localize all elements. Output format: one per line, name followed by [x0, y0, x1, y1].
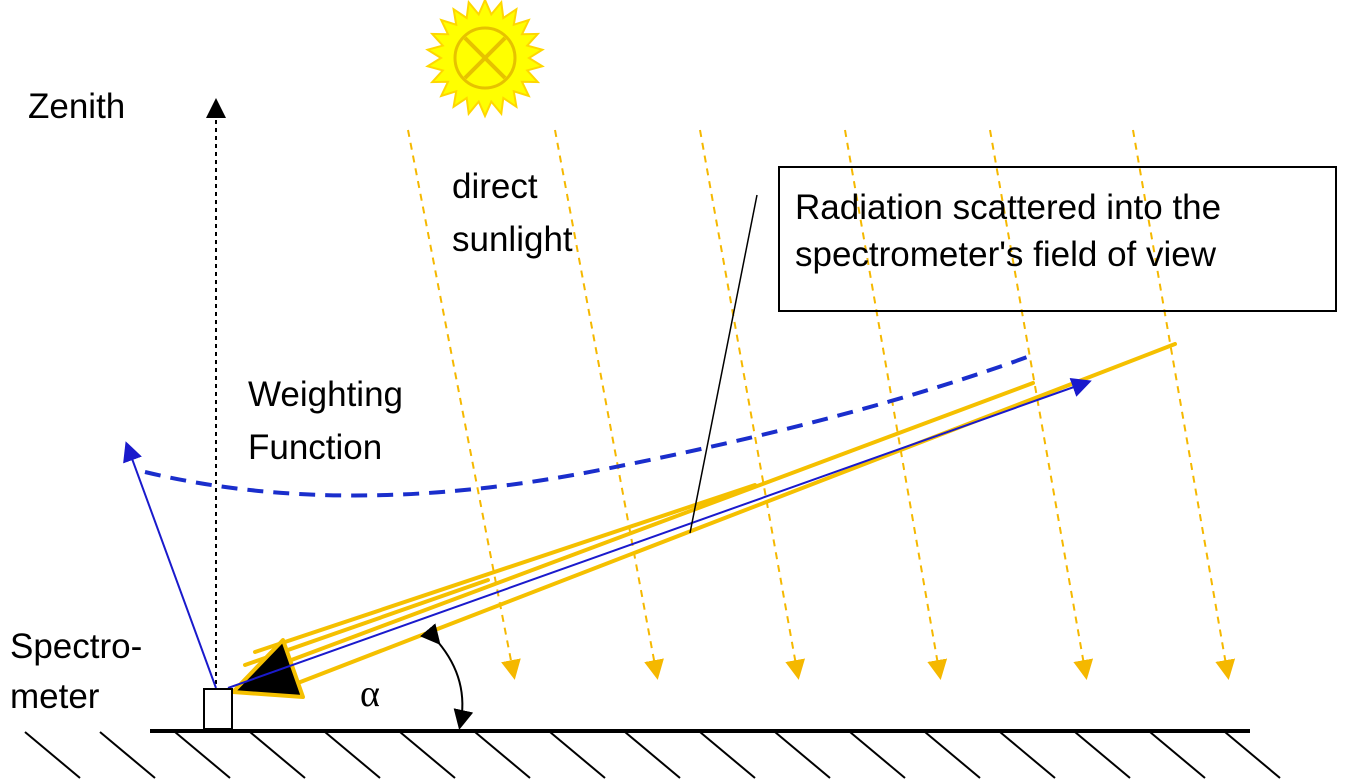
scattered-ray: [253, 483, 757, 654]
hatch-mark: [24, 731, 81, 779]
sun-with-cross-icon: [425, 0, 545, 119]
hatch-mark: [924, 731, 981, 779]
hatch-mark: [549, 731, 606, 779]
hatch-mark: [474, 731, 531, 779]
weighting-vector: [123, 441, 217, 689]
hatch-mark: [399, 731, 456, 779]
zenith-label: Zenith: [28, 87, 126, 126]
callout-pointer: [689, 194, 758, 534]
hatch-mark: [99, 731, 156, 779]
alpha-angle-arc: [420, 623, 474, 730]
weighting-function-label-line1: Weighting: [248, 375, 404, 414]
hatch-mark: [1224, 731, 1281, 779]
sunlight-ray: [699, 129, 806, 680]
direct-sunlight-rays: [407, 129, 1236, 680]
sunlight-ray: [1132, 129, 1236, 680]
spectrometer-label-line2: meter: [10, 677, 100, 716]
ground-hatching: [24, 731, 1281, 779]
weighting-function-label-line2: Function: [248, 428, 383, 467]
sunlight-ray: [989, 129, 1094, 680]
hatch-mark: [999, 731, 1056, 779]
hatch-mark: [849, 731, 906, 779]
hatch-mark: [1149, 731, 1206, 779]
hatch-mark: [249, 731, 306, 779]
scattered-ray: [288, 342, 1177, 688]
spectrometer-box-icon: [203, 688, 233, 730]
radiation-callout-line2: spectrometer's field of view: [795, 235, 1217, 274]
radiation-callout-box: [778, 166, 1337, 312]
weighting-function-curve: [144, 354, 1031, 498]
spectrometer-label-line1: Spectro-: [10, 627, 143, 666]
sunlight-ray: [554, 129, 664, 680]
hatch-mark: [624, 731, 681, 779]
radiation-callout-text: Radiation scattered into the spectromete…: [795, 184, 1221, 278]
radiation-callout-line1: Radiation scattered into the: [795, 188, 1222, 227]
hatch-mark: [174, 731, 231, 779]
sunlight-ray: [844, 129, 948, 680]
sunlight-ray: [407, 129, 521, 680]
direct-sunlight-label-line1: direct: [452, 167, 538, 206]
incoming-arrowhead: [231, 638, 305, 699]
direct-sunlight-label-line2: sunlight: [452, 220, 573, 259]
hatch-mark: [324, 731, 381, 779]
alpha-label: α: [360, 673, 380, 715]
hatch-mark: [699, 731, 756, 779]
scattered-ray: [268, 381, 1035, 670]
hatch-mark: [774, 731, 831, 779]
hatch-mark: [1074, 731, 1131, 779]
line-of-sight: [227, 377, 1092, 689]
